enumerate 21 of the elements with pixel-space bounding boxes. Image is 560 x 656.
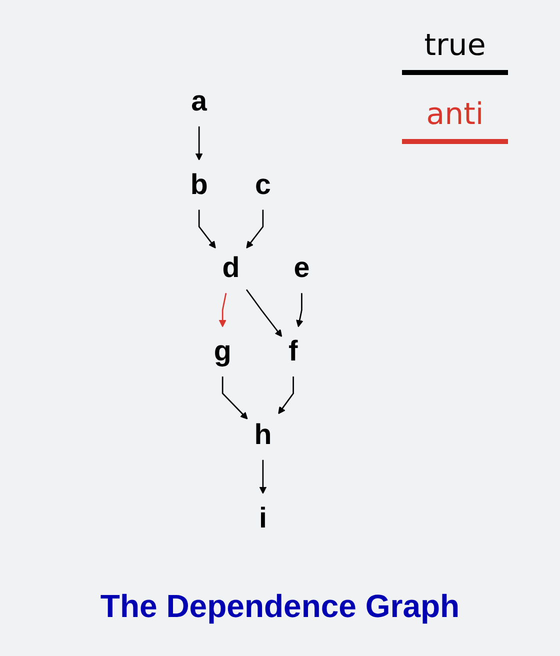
diagram-title: The Dependence Graph — [100, 588, 460, 624]
node-text: a — [191, 85, 208, 118]
arrow — [296, 293, 304, 328]
node-text: b — [190, 168, 208, 201]
arrow — [195, 126, 203, 160]
arrow — [246, 210, 264, 248]
legend-label: anti — [426, 97, 484, 133]
node-text: f — [288, 335, 298, 368]
legend-label: true — [424, 28, 486, 64]
arrow — [278, 376, 294, 414]
arrow — [198, 210, 216, 248]
node-text: i — [258, 502, 267, 534]
node-text: g — [214, 335, 232, 368]
node-text: h — [254, 418, 272, 451]
arrow — [259, 460, 267, 494]
node-text: d — [222, 252, 240, 284]
node-text: e — [294, 252, 310, 284]
arrow — [218, 293, 227, 328]
arrow — [222, 376, 248, 420]
node-text: c — [254, 168, 271, 201]
arrow — [246, 289, 282, 337]
